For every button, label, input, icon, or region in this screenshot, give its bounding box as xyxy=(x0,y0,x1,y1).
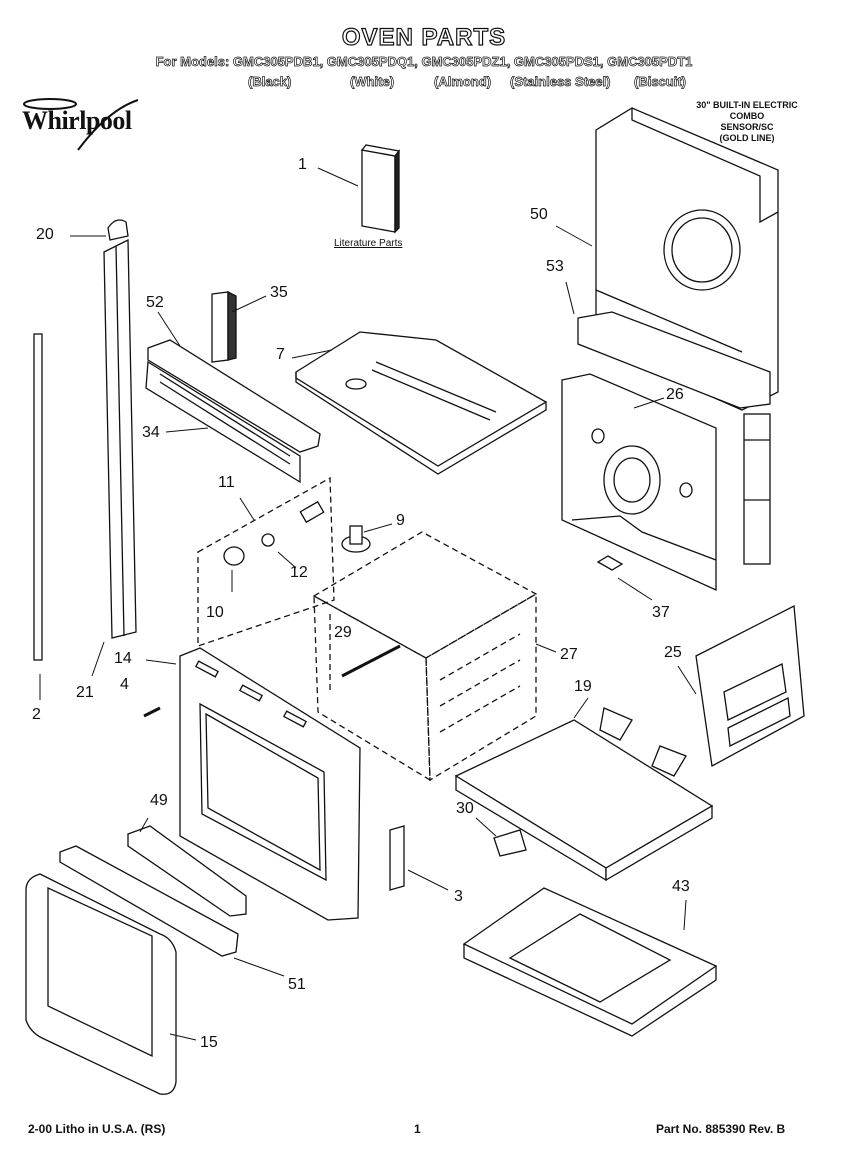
footer-part-number: Part No. 885390 Rev. B xyxy=(656,1122,786,1136)
part-number: 35 xyxy=(270,284,288,301)
spec-line: COMBO xyxy=(729,111,765,121)
part-number: 25 xyxy=(664,644,682,661)
part-number: 21 xyxy=(76,684,94,701)
light-kit-parts xyxy=(223,500,325,566)
oven-cavity-27 xyxy=(312,531,538,782)
part-number: 27 xyxy=(560,646,578,663)
light-kit-outline xyxy=(197,476,335,647)
part-number: 50 xyxy=(530,206,548,223)
vent-trim-34-52 xyxy=(145,339,321,484)
color-label: (Biscuit) xyxy=(634,74,687,90)
part-number: 34 xyxy=(142,424,160,441)
part-number: 3 xyxy=(454,888,463,905)
side-panel-25 xyxy=(695,604,805,768)
whirlpool-logo xyxy=(23,98,139,151)
part-number: 49 xyxy=(150,792,168,809)
top-plate-7 xyxy=(295,331,548,475)
clip-37 xyxy=(596,555,624,571)
front-frame-14 xyxy=(179,647,361,921)
color-label: (White) xyxy=(350,74,395,90)
part-number: 30 xyxy=(456,800,474,817)
part-number: 7 xyxy=(276,346,285,363)
duct-35 xyxy=(211,290,237,363)
color-label: (Black) xyxy=(248,74,292,90)
bottom-shield-19 xyxy=(454,707,714,882)
part-number: 2 xyxy=(32,706,41,723)
side-trim-21 xyxy=(103,219,137,639)
literature-label: Literature Parts xyxy=(334,238,403,249)
spec-line: SENSOR/SC xyxy=(720,122,774,132)
part-number: 37 xyxy=(652,604,670,621)
product-spec: 30" BUILT-IN ELECTRIC COMBO SENSOR/SC (G… xyxy=(672,100,822,144)
part-number: 12 xyxy=(290,564,308,581)
part-number: 53 xyxy=(546,258,564,275)
spec-line: (GOLD LINE) xyxy=(719,133,775,143)
fan-9 xyxy=(341,525,371,553)
footer-page-number: 1 xyxy=(414,1122,421,1136)
color-label: (Stainless Steel) xyxy=(510,74,611,90)
part-number: 1 xyxy=(298,156,307,173)
part-number: 19 xyxy=(574,678,592,695)
part-number: 11 xyxy=(218,474,235,491)
bracket-3 xyxy=(389,825,405,891)
part-number: 4 xyxy=(120,676,129,693)
callout-lines xyxy=(39,167,697,1041)
part-number: 26 xyxy=(666,386,684,403)
footer-print-info: 2-00 Litho in U.S.A. (RS) xyxy=(28,1122,166,1136)
model-list: For Models: GMC305PDB1, GMC305PDQ1, GMC3… xyxy=(155,54,693,70)
literature-booklet xyxy=(360,144,401,234)
lower-trim-51 xyxy=(59,845,239,957)
strip-2 xyxy=(33,333,43,661)
page-title: OVEN PARTS xyxy=(341,23,507,51)
part-number: 29 xyxy=(334,624,352,641)
part-number: 9 xyxy=(396,512,405,529)
gasket-15 xyxy=(25,873,177,1095)
part-number: 20 xyxy=(36,226,54,243)
screw-4 xyxy=(143,706,161,718)
trim-49 xyxy=(127,825,247,917)
part-number: 51 xyxy=(288,976,306,993)
color-label: (Almond) xyxy=(434,74,492,90)
part-number: 10 xyxy=(206,604,224,621)
part-number: 15 xyxy=(200,1034,218,1051)
spec-line: 30" BUILT-IN ELECTRIC xyxy=(696,100,798,110)
tray-43 xyxy=(462,887,718,1037)
rear-panel-26 xyxy=(561,373,771,592)
insulation-53 xyxy=(577,311,771,409)
element-29 xyxy=(341,644,401,678)
part-number: 52 xyxy=(146,294,164,311)
part-number: 14 xyxy=(114,650,132,667)
bracket-30 xyxy=(493,829,527,857)
part-number: 43 xyxy=(672,878,690,895)
brand-name: Whirlpool xyxy=(22,106,132,135)
